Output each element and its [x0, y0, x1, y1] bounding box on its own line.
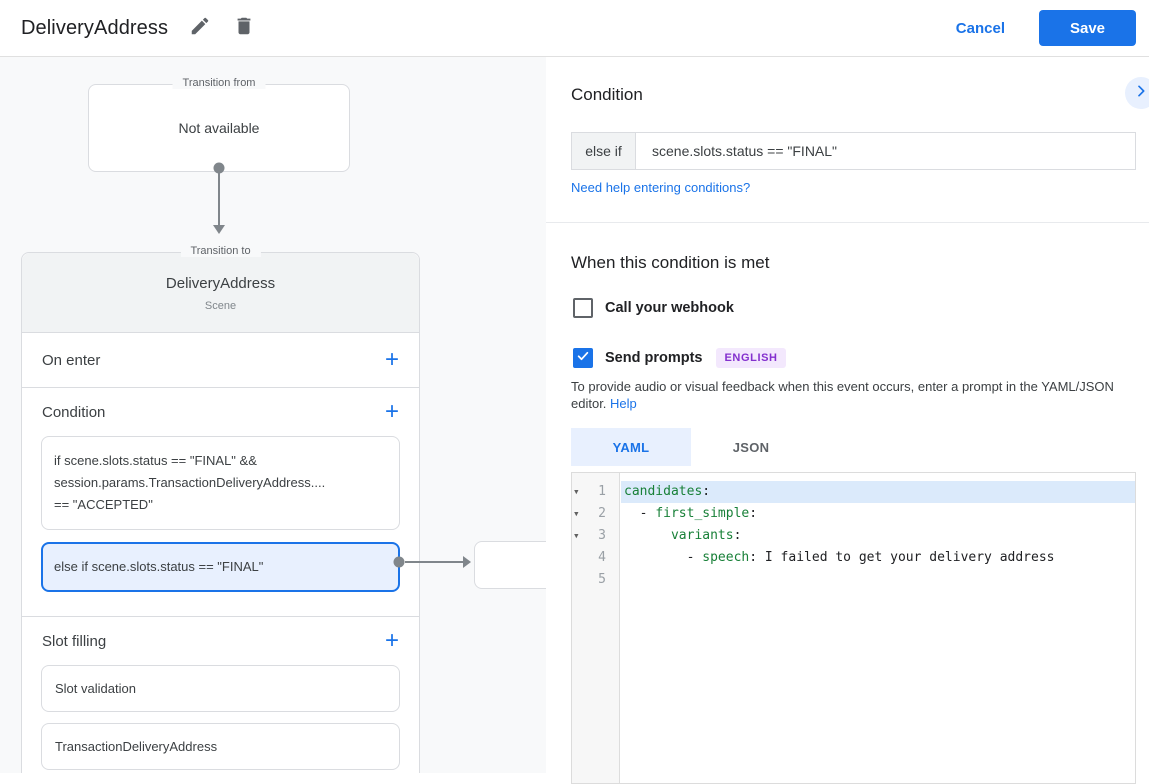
- transition-from-content: Not available: [178, 120, 260, 136]
- scene-card: Transition to DeliveryAddress Scene On e…: [21, 245, 420, 773]
- gutter-cell: ▾2: [572, 503, 621, 525]
- fold-arrow-icon[interactable]: ▾: [573, 507, 580, 520]
- line-number: 4: [598, 550, 606, 565]
- add-slot-button[interactable]: +: [384, 627, 399, 654]
- gutter-cell: 5: [572, 569, 621, 591]
- code-line[interactable]: 5: [572, 569, 1135, 591]
- save-button[interactable]: Save: [1039, 10, 1136, 46]
- prompts-checkbox-row: Send prompts ENGLISH: [573, 348, 786, 368]
- collapse-panel-button[interactable]: [1125, 77, 1149, 109]
- scene-type-label: Scene: [204, 300, 237, 312]
- condition-input-row: else if scene.slots.status == "FINAL": [571, 132, 1136, 170]
- code-line[interactable]: 4 - speech: I failed to get your deliver…: [572, 547, 1135, 569]
- line-number: 5: [598, 572, 606, 587]
- code-text: [621, 569, 1135, 591]
- line-number: 2: [598, 506, 606, 521]
- transition-target-node[interactable]: [474, 541, 546, 589]
- webhook-checkbox-row: Call your webhook: [573, 298, 734, 318]
- arrowhead-down-icon: [213, 225, 225, 234]
- page-title: DeliveryAddress: [21, 16, 169, 39]
- add-on-enter-button[interactable]: +: [384, 346, 399, 373]
- panel-title: Condition: [571, 85, 643, 104]
- language-badge: ENGLISH: [716, 348, 786, 368]
- prompt-description: To provide audio or visual feedback when…: [571, 379, 1114, 411]
- arrowhead-right-icon: [463, 556, 471, 568]
- add-condition-button[interactable]: +: [384, 398, 399, 425]
- gutter-cell: ▾3: [572, 525, 621, 547]
- condition-item-if[interactable]: if scene.slots.status == "FINAL" && sess…: [41, 436, 400, 530]
- top-bar: DeliveryAddress Cancel Save: [0, 0, 1149, 57]
- scene-card-header[interactable]: DeliveryAddress Scene: [22, 253, 419, 333]
- section-divider: [546, 222, 1149, 223]
- tab-yaml[interactable]: YAML: [571, 428, 691, 466]
- condition-item-elseif-selected[interactable]: else if scene.slots.status == "FINAL": [41, 542, 400, 592]
- checkmark-icon: [576, 349, 590, 368]
- slot-filling-label: Slot filling: [42, 632, 107, 650]
- scene-graph-canvas: Transition from Not available Transition…: [0, 57, 546, 773]
- code-text: candidates:: [621, 481, 1135, 503]
- transition-from-label: Transition from: [172, 77, 266, 89]
- slot-transaction-item[interactable]: TransactionDeliveryAddress: [41, 723, 400, 770]
- slot-filling-section: Slot filling + Slot validation Transacti…: [22, 617, 419, 770]
- fold-arrow-icon[interactable]: ▾: [573, 485, 580, 498]
- edit-button[interactable]: [188, 16, 212, 40]
- pencil-icon: [189, 15, 211, 42]
- condition-section: Condition + if scene.slots.status == "FI…: [22, 388, 419, 617]
- cancel-button[interactable]: Cancel: [955, 19, 1005, 37]
- transition-to-label: Transition to: [180, 245, 261, 257]
- condition-prefix-label: else if: [572, 133, 636, 169]
- condition-expression-input[interactable]: scene.slots.status == "FINAL": [652, 143, 838, 159]
- webhook-checkbox[interactable]: [573, 298, 593, 318]
- delete-button[interactable]: [232, 16, 256, 40]
- transition-from-box: Transition from Not available: [88, 77, 350, 172]
- editor-tabs: YAML JSON: [571, 428, 811, 466]
- webhook-label: Call your webhook: [605, 300, 734, 316]
- code-line[interactable]: ▾3 variants:: [572, 525, 1135, 547]
- on-enter-row[interactable]: On enter +: [22, 333, 419, 388]
- chevron-right-icon: [1133, 83, 1149, 104]
- tab-json[interactable]: JSON: [732, 439, 770, 455]
- help-link[interactable]: Help: [610, 396, 637, 411]
- gutter-cell: 4: [572, 547, 621, 569]
- prompts-label: Send prompts: [605, 350, 703, 366]
- editor-gutter: [572, 473, 620, 783]
- code-text: - speech: I failed to get your delivery …: [624, 550, 1055, 565]
- scene-name: DeliveryAddress: [165, 275, 276, 292]
- code-text: - first_simple:: [624, 506, 758, 521]
- slot-validation-item[interactable]: Slot validation: [41, 665, 400, 712]
- prompts-checkbox[interactable]: [573, 348, 593, 368]
- code-line[interactable]: ▾2 - first_simple:: [572, 503, 1135, 525]
- fold-arrow-icon[interactable]: ▾: [573, 529, 580, 542]
- condition-editor-panel: Condition else if scene.slots.status == …: [546, 57, 1149, 784]
- condition-section-label: Condition: [42, 403, 106, 421]
- code-text: variants:: [670, 528, 742, 543]
- trash-icon: [233, 15, 255, 42]
- when-met-title: When this condition is met: [571, 253, 770, 272]
- line-number: 1: [598, 484, 606, 499]
- line-number: 3: [598, 528, 606, 543]
- gutter-cell: ▾1: [572, 481, 621, 503]
- on-enter-label: On enter: [42, 351, 101, 369]
- conditions-help-link[interactable]: Need help entering conditions?: [571, 180, 751, 195]
